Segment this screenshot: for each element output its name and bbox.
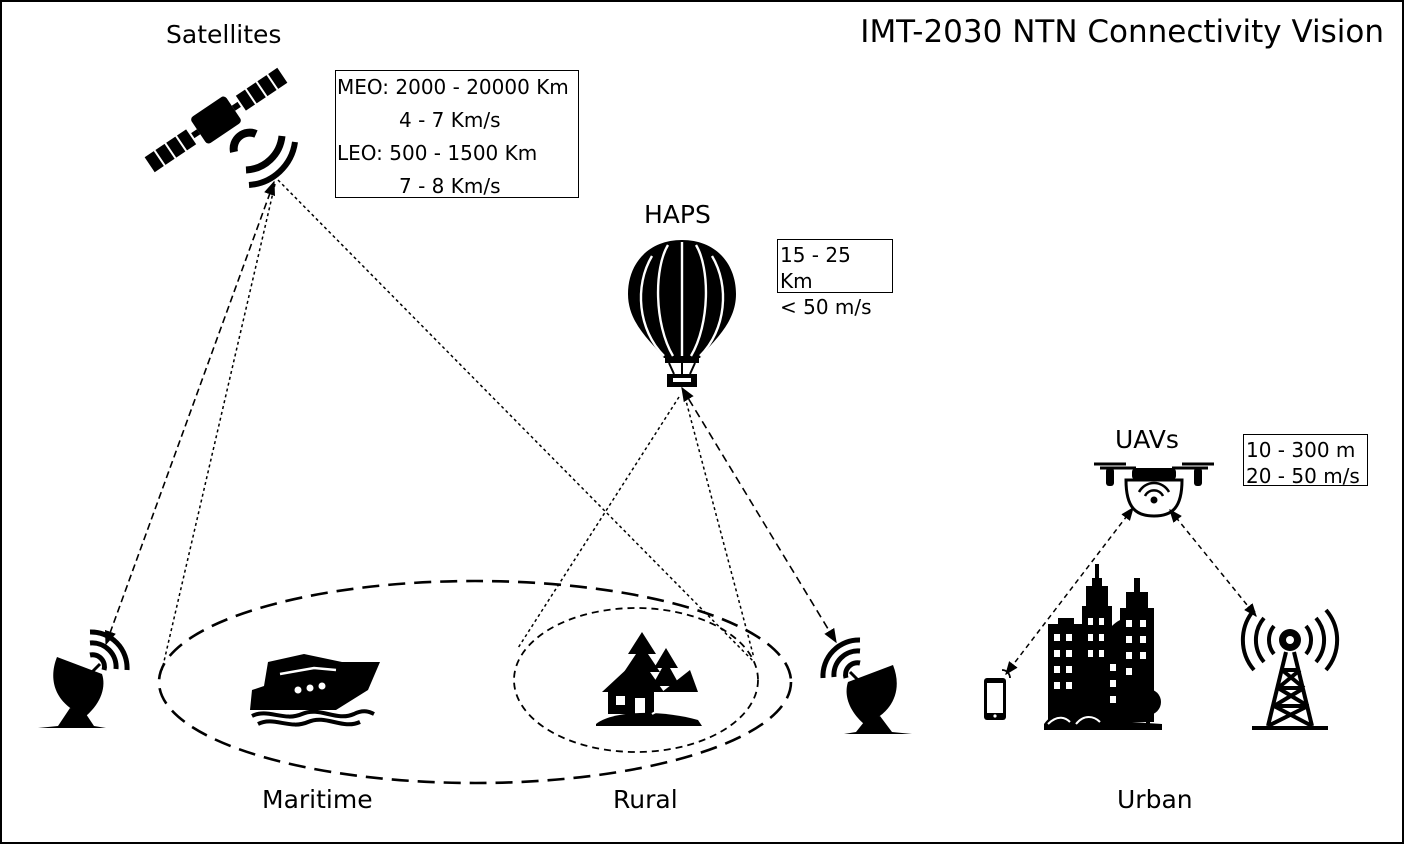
smartphone-icon xyxy=(984,669,1011,720)
hot-air-balloon-icon xyxy=(628,240,736,387)
uav-info-box: 10 - 300 m 20 - 50 m/s xyxy=(1243,434,1368,488)
link-uav-to-smartphone xyxy=(1005,506,1134,676)
leo-altitude-text: LEO: 500 - 1500 Km xyxy=(337,141,538,165)
cell-tower-icon xyxy=(1240,608,1340,730)
maritime-rural-coverage-ellipse xyxy=(157,579,793,785)
leo-speed-text: 7 - 8 Km/s xyxy=(399,174,501,198)
link-satellite-to-left-dish xyxy=(105,180,275,646)
link-haps-to-right-dish xyxy=(681,386,837,644)
ship-icon xyxy=(250,654,380,727)
uav-altitude-text: 10 - 300 m xyxy=(1246,438,1356,462)
uav-speed-text: 20 - 50 m/s xyxy=(1246,464,1360,488)
haps-speed-text: < 50 m/s xyxy=(780,295,872,319)
rural-house-trees-icon xyxy=(596,632,702,726)
haps-info-box: 15 - 25 Km < 50 m/s xyxy=(777,239,893,319)
city-buildings-icon xyxy=(1044,564,1162,730)
link-uav-to-cell-tower xyxy=(1169,508,1257,618)
meo-speed-text: 4 - 7 Km/s xyxy=(399,108,501,132)
satellites-label: Satellites xyxy=(166,20,282,49)
urban-label: Urban xyxy=(1117,785,1193,814)
drone-icon xyxy=(1094,462,1214,518)
diagram-title: IMT-2030 NTN Connectivity Vision xyxy=(860,14,1384,50)
satellite-icon xyxy=(144,67,298,188)
maritime-label: Maritime xyxy=(262,785,373,814)
uavs-label: UAVs xyxy=(1115,425,1179,454)
link-satellite-to-rural-coverage xyxy=(277,179,755,663)
link-haps-to-rural-coverage-left xyxy=(517,396,680,649)
meo-altitude-text: MEO: 2000 - 20000 Km xyxy=(337,75,569,99)
satellite-dish-left-icon xyxy=(38,629,130,728)
haps-altitude-text: 15 - 25 Km xyxy=(780,243,851,293)
satellite-dish-right-icon xyxy=(820,637,912,734)
haps-label: HAPS xyxy=(644,200,711,229)
satellite-info-box: MEO: 2000 - 20000 Km 4 - 7 Km/s LEO: 500… xyxy=(335,70,579,198)
link-haps-to-rural-coverage-right xyxy=(684,396,755,659)
link-satellite-to-maritime-coverage xyxy=(161,183,276,671)
rural-label: Rural xyxy=(613,785,678,814)
rural-coverage-ellipse xyxy=(513,607,759,753)
